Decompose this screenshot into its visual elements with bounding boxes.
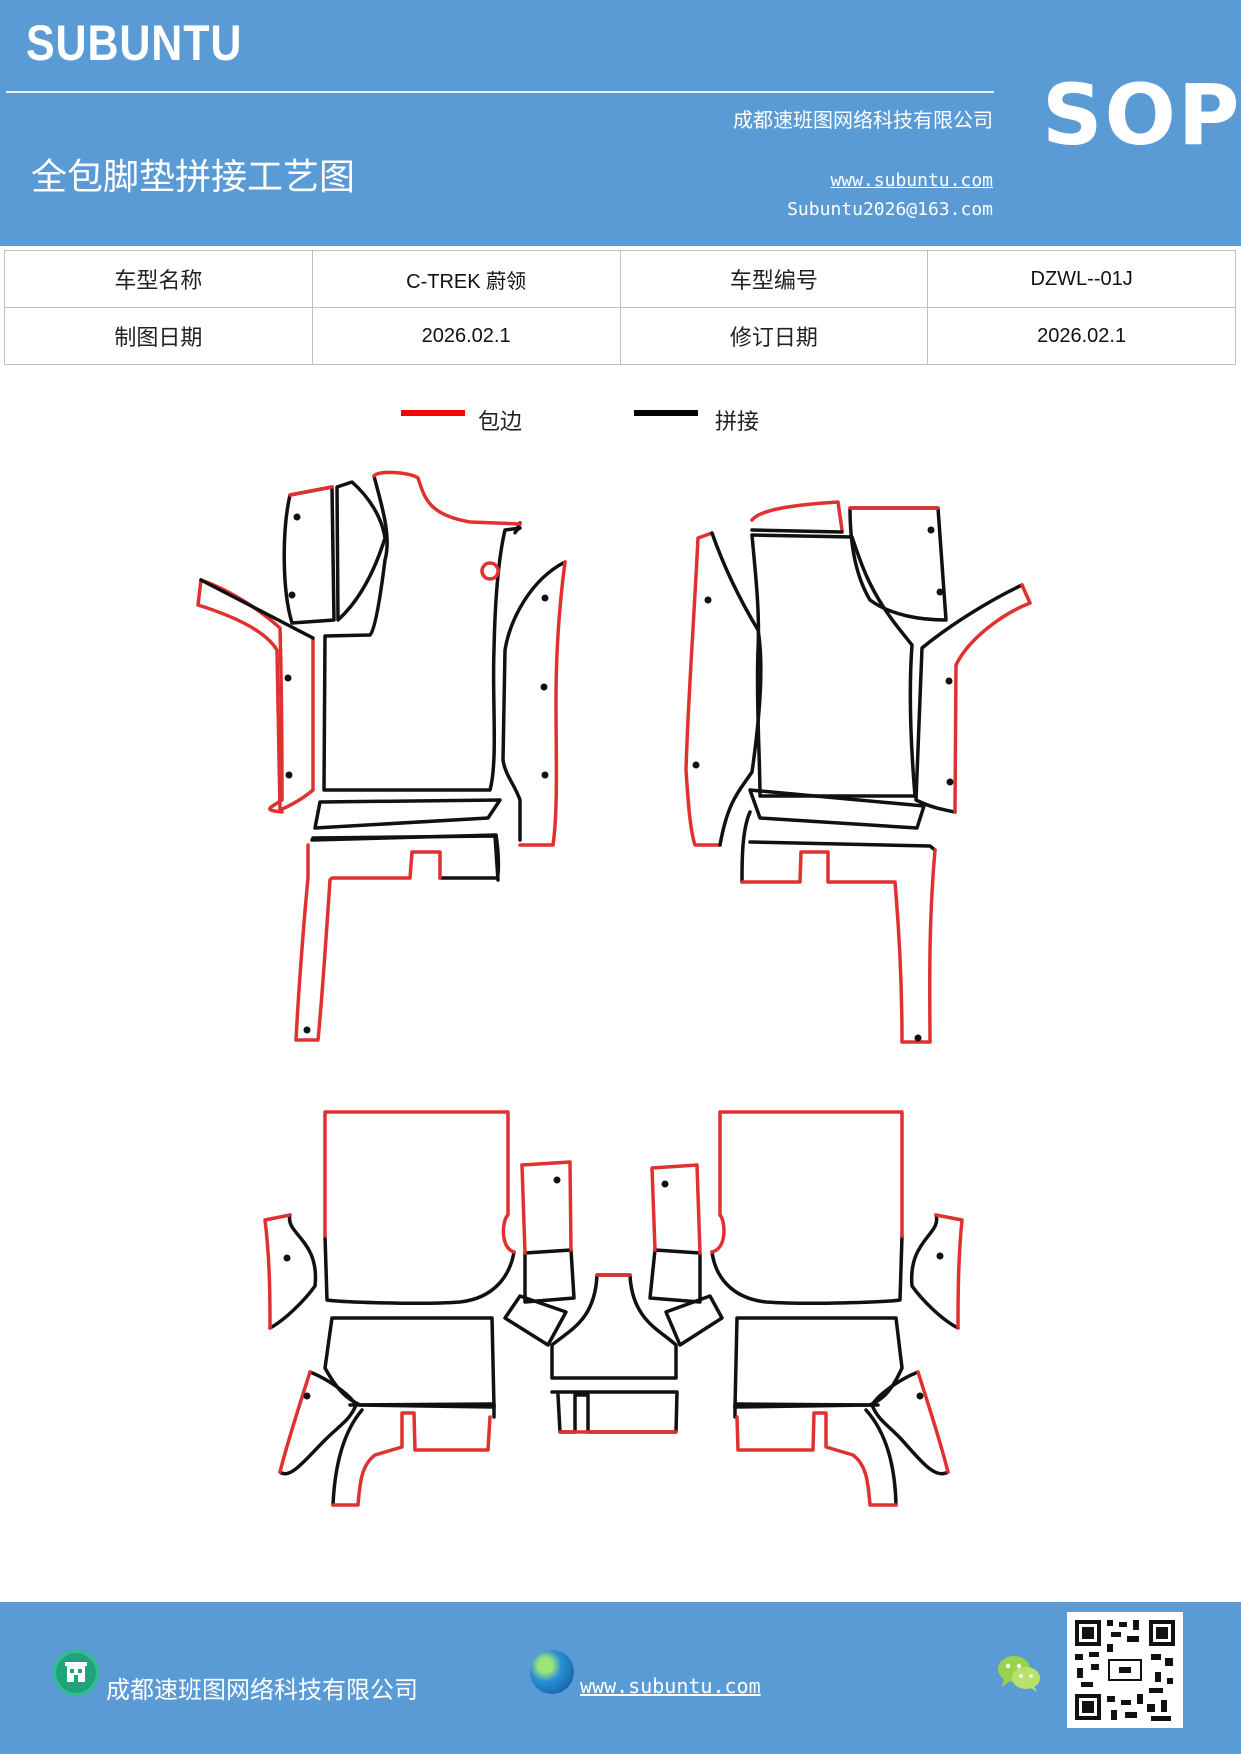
front-right-footwell-piece [740, 810, 937, 884]
rear-left-footwell-piece [331, 1408, 364, 1507]
footer-banner: 成都速班图网络科技有限公司 www.subuntu.com [0, 1602, 1241, 1754]
front-right-floor-piece [750, 533, 917, 798]
header-website-link[interactable]: www.subuntu.com [830, 170, 993, 191]
rear-center-lower-piece [550, 1390, 679, 1434]
rear-left-sill-piece [268, 1213, 318, 1330]
wechat-icon[interactable] [996, 1652, 1042, 1694]
rear-left-sill-lower [278, 1370, 358, 1476]
fastener-dot [283, 1176, 561, 1400]
rear-right-tunnel-strip [648, 1248, 702, 1304]
building-icon [53, 1650, 99, 1696]
rear-right-sill-piece [910, 1213, 960, 1330]
qr-code-icon[interactable] [1067, 1612, 1183, 1728]
front-left-pillar-strip [335, 480, 387, 622]
rear-left-foot-piece [323, 1316, 496, 1409]
model-code-label: 车型编号 [619, 250, 929, 308]
front-left-heel-strip [313, 798, 502, 830]
rear-left-wedge-piece [503, 1294, 568, 1347]
revise-date-value: 2026.02.1 [927, 307, 1236, 365]
front-left-sill-piece [196, 578, 315, 812]
front-right-heel-strip [748, 788, 926, 830]
front-left-floor-piece [322, 474, 522, 792]
draw-date-value: 2026.02.1 [311, 307, 621, 365]
header-banner: SUBUNTU SOP 成都速班图网络科技有限公司 全包脚垫拼接工艺图 www.… [0, 0, 1241, 246]
model-name-value: C-TREK 蔚领 [311, 250, 621, 308]
legend-edging-swatch [401, 410, 465, 416]
floor-mat-diagram [196, 470, 1032, 1507]
front-left-door-strip [501, 560, 567, 842]
rear-right-foot-piece [733, 1316, 904, 1409]
sop-label: SOP [1042, 66, 1241, 164]
fastener-dot [284, 513, 549, 1034]
rear-left-seat-piece [323, 1234, 516, 1306]
fastener-dot [661, 1180, 944, 1400]
fastener-dot [692, 526, 954, 1042]
model-code-value: DZWL--01J [927, 250, 1236, 308]
front-right-mat-group [684, 500, 1032, 1044]
front-left-footwell-piece [310, 833, 501, 880]
rear-left-tunnel-strip [523, 1248, 576, 1304]
header-company: 成都速班图网络科技有限公司 [733, 108, 993, 132]
header-email: Subuntu2026@163.com [787, 199, 993, 220]
footer-company: 成都速班图网络科技有限公司 [106, 1676, 418, 1704]
legend-edging-label: 包边 [478, 410, 523, 435]
front-left-mat-group [196, 470, 567, 1042]
rear-right-mat-group [648, 1110, 964, 1507]
footer-website-link[interactable]: www.subuntu.com [580, 1674, 761, 1698]
table-row: 车型名称 C-TREK 蔚领 车型编号 DZWL--01J [4, 250, 1236, 308]
front-right-door-strip [684, 531, 722, 847]
rear-right-footwell-piece [864, 1408, 898, 1507]
front-right-sill-piece [914, 583, 1024, 814]
page-title: 全包脚垫拼接工艺图 [31, 157, 356, 198]
table-row: 制图日期 2026.02.1 修订日期 2026.02.1 [4, 307, 1236, 365]
model-name-label: 车型名称 [4, 250, 313, 308]
rear-right-seat-piece [710, 1234, 904, 1306]
brand-logo: SUBUNTU [26, 15, 243, 71]
rear-right-wedge-piece [664, 1294, 724, 1347]
rear-center-hump-piece [550, 1273, 678, 1380]
front-left-pillar-strip [282, 485, 336, 625]
header-divider [6, 91, 994, 93]
legend-joint-label: 拼接 [715, 410, 760, 435]
revise-date-label: 修订日期 [619, 307, 929, 365]
info-table: 车型名称 C-TREK 蔚领 车型编号 DZWL--01J 制图日期 2026.… [4, 250, 1236, 365]
rear-center-mat-group [550, 1273, 679, 1434]
legend-joint-swatch [634, 410, 698, 416]
front-right-pillar-piece [848, 506, 948, 622]
rear-left-mat-group [263, 1110, 576, 1507]
globe-icon [530, 1650, 574, 1694]
rear-right-sill-lower [870, 1370, 950, 1476]
draw-date-label: 制图日期 [4, 307, 313, 365]
